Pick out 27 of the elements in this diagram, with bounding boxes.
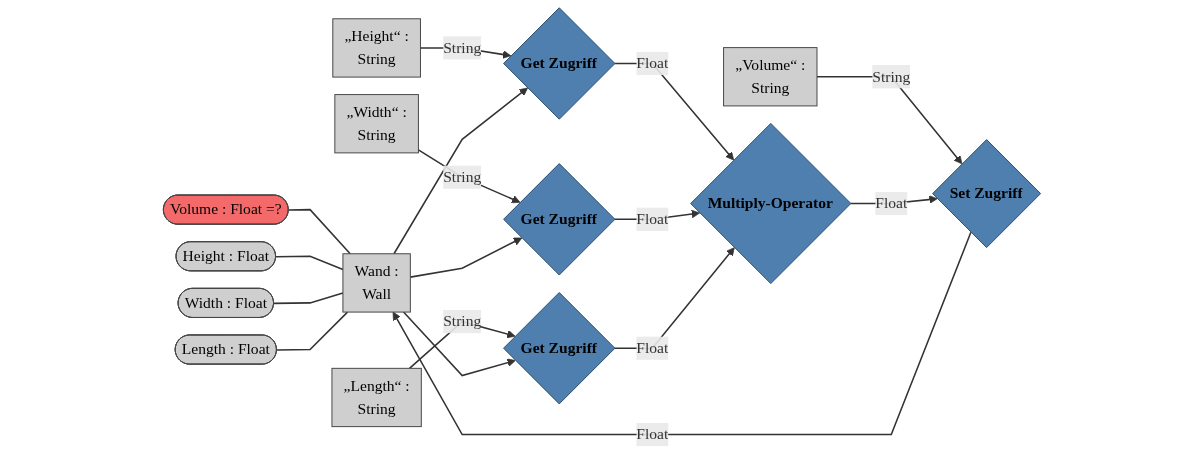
node-diamond: Set Zugriff <box>932 139 1042 249</box>
edge-label: Float <box>636 339 669 356</box>
node-diamond: Get Zugriff <box>503 163 616 276</box>
edge-label: String <box>443 312 482 330</box>
node-box: „Length“ : String <box>331 367 422 428</box>
node-diamond: Get Zugriff <box>503 7 616 120</box>
connector <box>276 311 349 351</box>
arrow <box>392 231 972 436</box>
node-box: „Height“ : String <box>332 18 421 78</box>
connector <box>287 208 351 255</box>
connector <box>275 255 344 271</box>
node-diamond: Get Zugriff <box>503 292 616 405</box>
edge-label: Float <box>636 54 669 72</box>
connector <box>273 292 344 305</box>
edge-label: Float <box>636 210 669 228</box>
edge-label: Float <box>636 425 669 443</box>
node-diamond: Multiply-Operator <box>690 122 852 285</box>
node-box: „Width“ : String <box>334 94 419 154</box>
arrow <box>409 237 523 278</box>
edge-label: Float <box>875 194 908 212</box>
edge-label: String <box>443 168 482 185</box>
node-box: „Volume“ : String <box>723 47 818 107</box>
edge-label: String <box>443 39 482 56</box>
node-box: Wand : Wall <box>342 253 411 313</box>
edge-label: String <box>872 68 911 85</box>
arrow <box>393 87 528 255</box>
arrow <box>417 149 521 204</box>
